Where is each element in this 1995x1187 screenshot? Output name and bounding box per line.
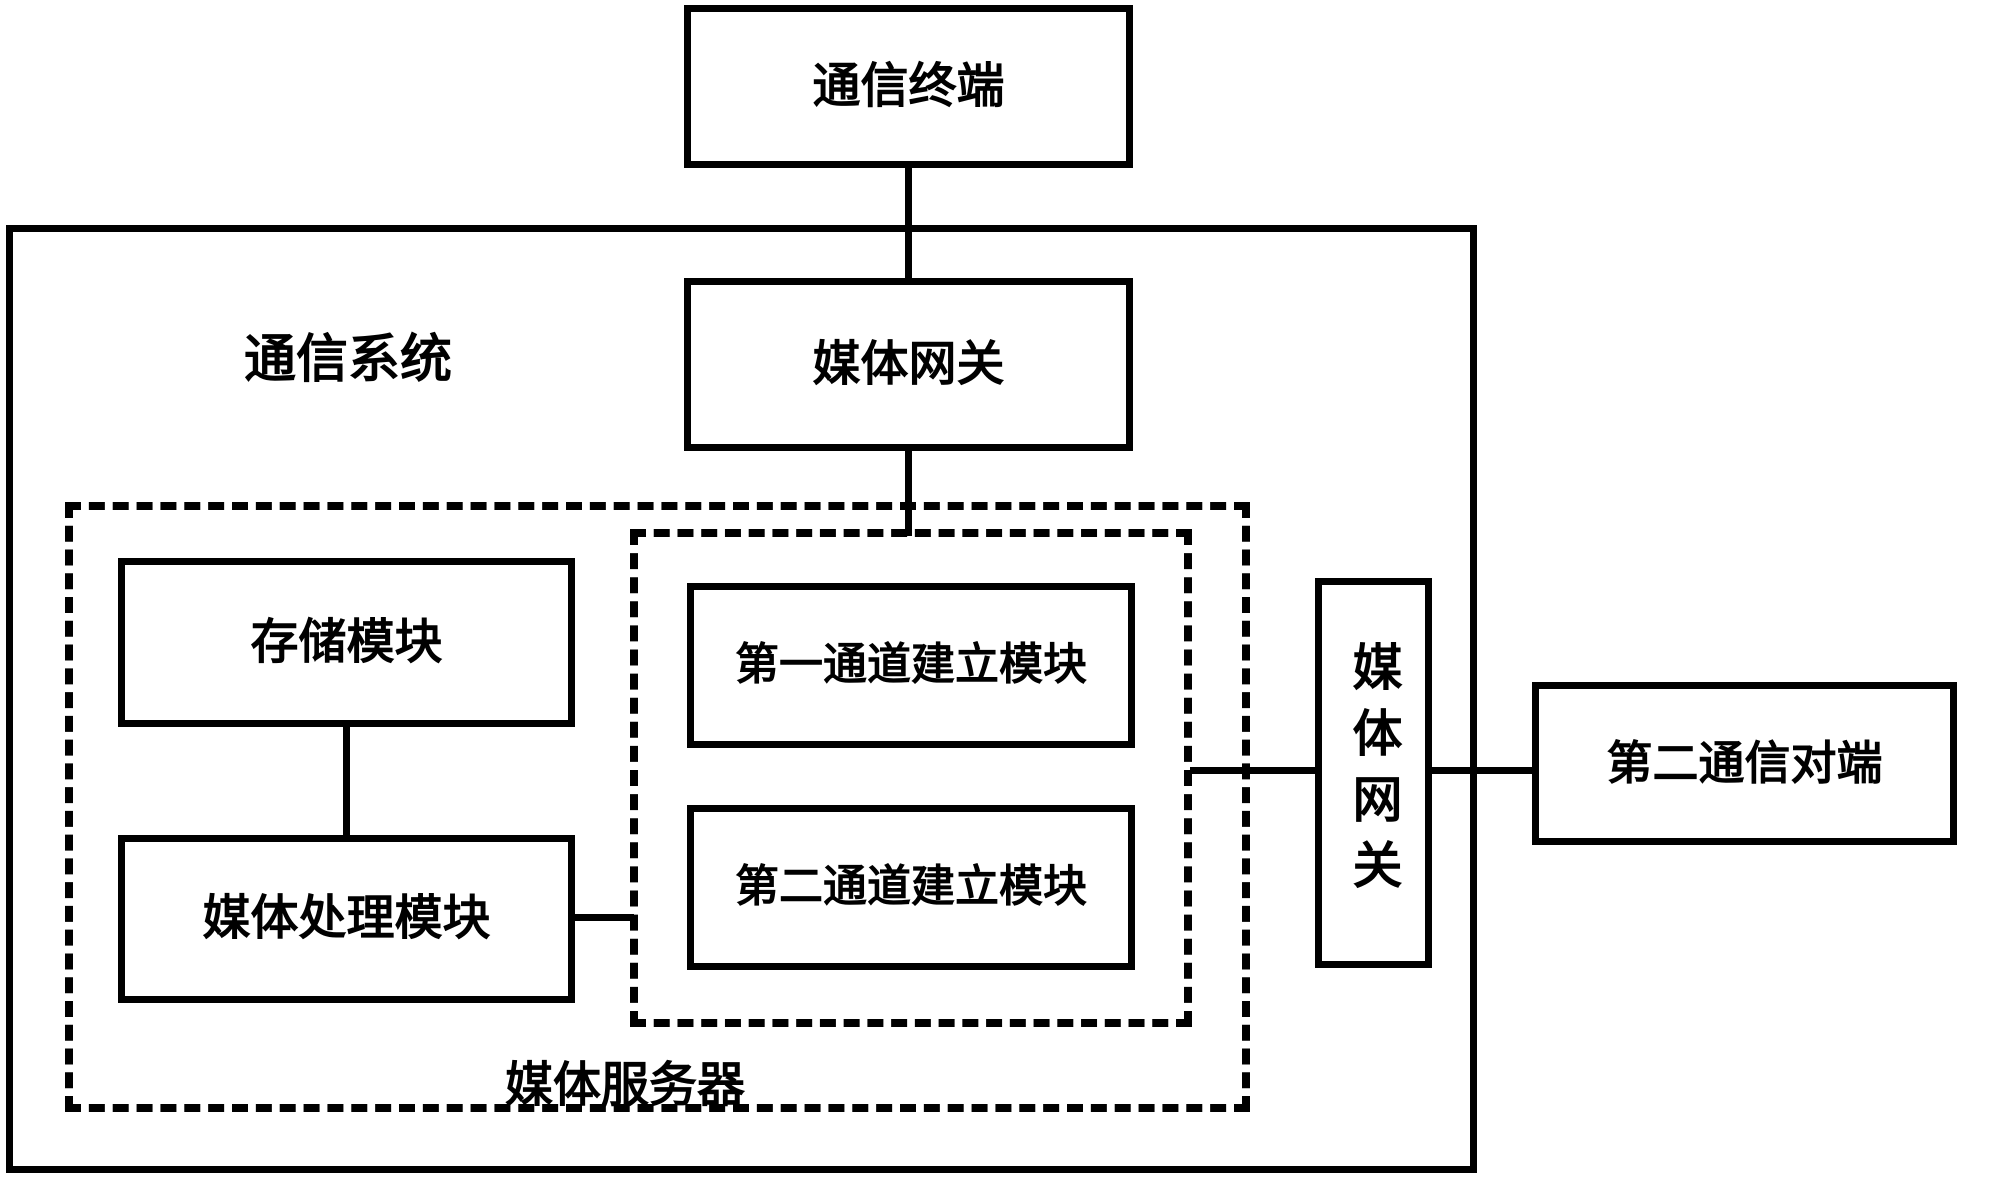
connector-gateway-to-channel-group <box>905 448 912 536</box>
second-peer-label: 第二通信对端 <box>1606 736 1883 791</box>
communication-system-label: 通信系统 <box>243 330 452 390</box>
connector-terminal-to-gateway <box>905 165 912 281</box>
connector-server-to-right-gateway <box>1190 767 1318 774</box>
media-gateway-top-box: 媒体网关 <box>684 278 1133 451</box>
second-peer-box: 第二通信对端 <box>1532 682 1957 845</box>
first-channel-module-label: 第一通道建立模块 <box>735 639 1087 691</box>
media-gateway-right-box: 媒体网关 <box>1315 578 1432 968</box>
media-gateway-right-label: 媒体网关 <box>1344 641 1403 905</box>
second-channel-module-label: 第二通道建立模块 <box>735 861 1087 913</box>
channel-group-dashed-box <box>630 529 1192 1027</box>
storage-module-label: 存储模块 <box>250 613 443 670</box>
communication-system-container <box>6 225 1477 1173</box>
media-processing-module-box: 媒体处理模块 <box>118 835 575 1003</box>
media-server-label: 媒体服务器 <box>504 1057 745 1113</box>
media-gateway-top-label: 媒体网关 <box>812 335 1005 392</box>
media-server-dashed-box <box>65 502 1250 1112</box>
communication-terminal-box: 通信终端 <box>684 5 1133 168</box>
connector-storage-to-processing <box>343 724 350 838</box>
communication-terminal-label: 通信终端 <box>812 57 1005 114</box>
connector-processing-to-channel-group <box>572 914 634 921</box>
second-channel-module-box: 第二通道建立模块 <box>687 805 1135 970</box>
storage-module-box: 存储模块 <box>118 558 575 727</box>
media-processing-module-label: 媒体处理模块 <box>202 890 491 947</box>
first-channel-module-box: 第一通道建立模块 <box>687 583 1135 748</box>
connector-right-gateway-to-peer <box>1429 767 1535 774</box>
